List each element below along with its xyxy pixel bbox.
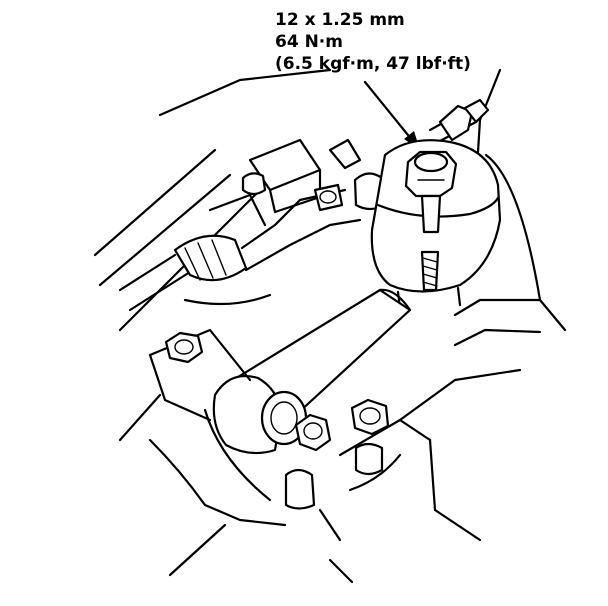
stud-lower-right [354, 442, 384, 476]
torque-spec-bolt-size: 12 x 1.25 mm [275, 10, 405, 30]
lower-arm [212, 288, 412, 455]
subframe [118, 298, 567, 542]
mounting-bolt-left [164, 331, 204, 364]
steering-rack [118, 138, 362, 312]
vehicle-frame [93, 68, 542, 584]
torque-spec-alternate-units: (6.5 kgf·m, 47 lbf·ft) [275, 54, 471, 74]
mounting-bolt-center [294, 413, 332, 452]
mounting-bolt-right [350, 398, 390, 436]
stud-lower-center [284, 468, 316, 510]
torque-bolt [404, 150, 458, 292]
torque-spec-newton-meters: 64 N·m [275, 32, 343, 52]
leader-arrow [363, 80, 420, 150]
